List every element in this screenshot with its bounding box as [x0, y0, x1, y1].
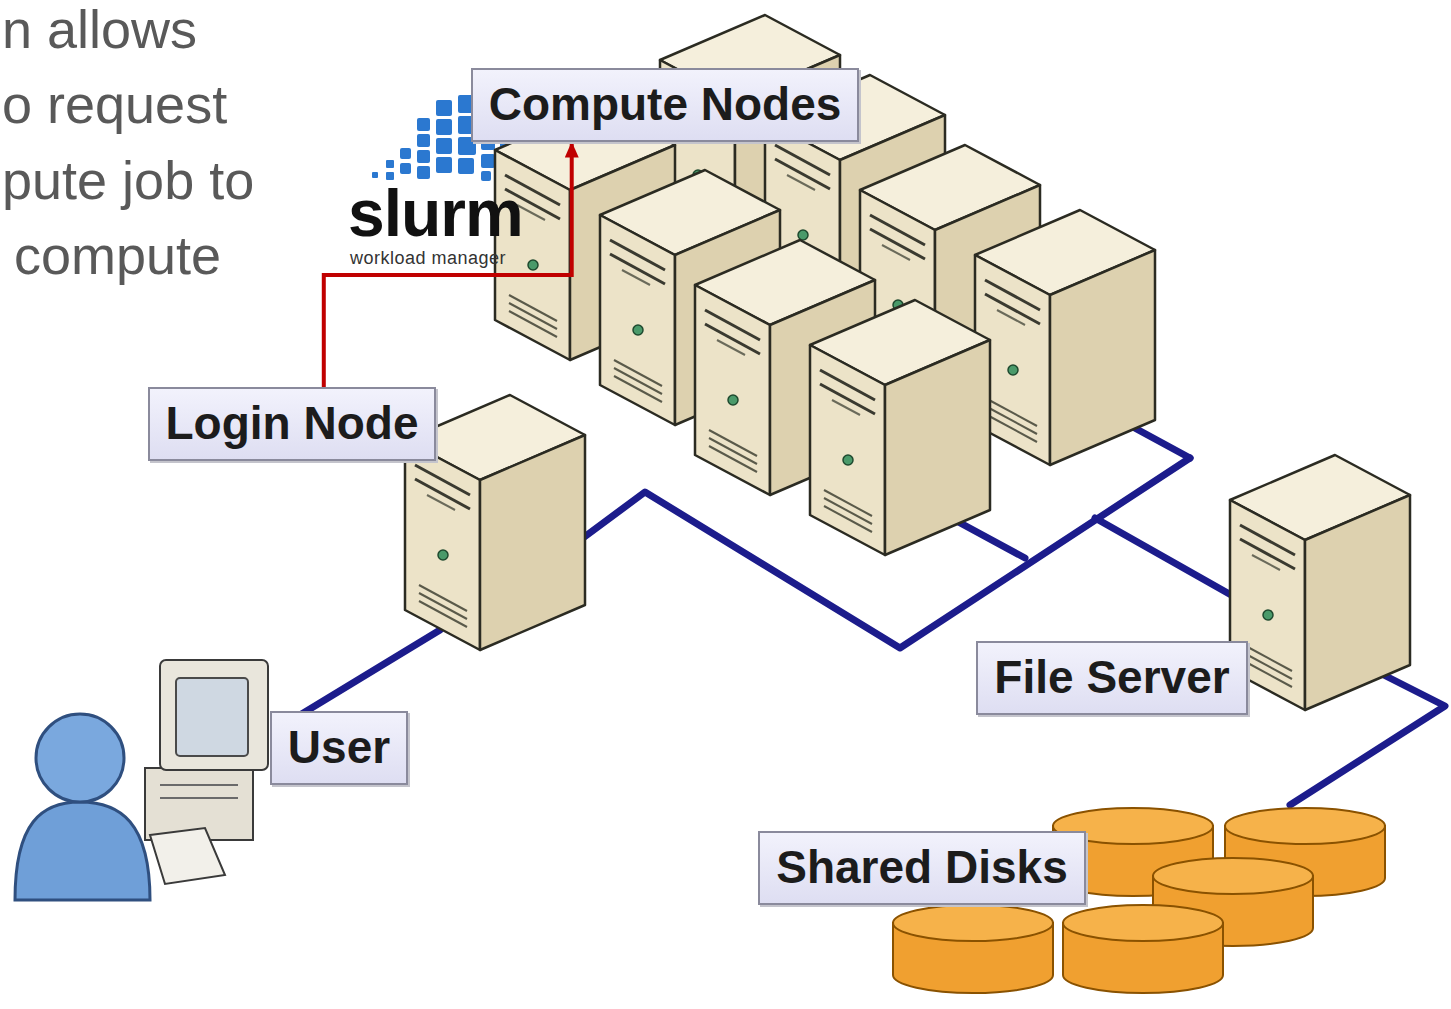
logo-dot [458, 158, 474, 174]
file-server [1230, 455, 1410, 710]
node-label: User [288, 720, 390, 775]
logo-tagline: workload manager [350, 249, 506, 267]
workstation [145, 660, 268, 884]
logo-dot [436, 138, 452, 154]
disk-cylinder [1063, 905, 1223, 993]
logo-dot [436, 157, 452, 173]
compute-server [810, 300, 990, 555]
label-box: Login Node [148, 387, 437, 460]
node-label: Shared Disks [776, 840, 1067, 895]
logo-dot [417, 134, 430, 147]
slide-text: compute [14, 228, 221, 282]
user-head [36, 714, 124, 802]
logo-dot [436, 119, 452, 135]
logo-dot [417, 150, 430, 163]
label-box: Shared Disks [758, 831, 1085, 904]
label-box: User [270, 711, 408, 784]
node-label: File Server [994, 650, 1229, 705]
node-label: Login Node [166, 396, 419, 451]
disk-cylinder [893, 905, 1053, 993]
logo-dot [386, 172, 394, 180]
monitor [160, 660, 268, 770]
pc-slot [160, 797, 238, 799]
network-wire [1095, 518, 1240, 600]
logo-dot [481, 154, 495, 168]
logo-dot [436, 100, 452, 116]
monitor-screen [176, 678, 248, 756]
user-icon [15, 714, 150, 900]
compute-server [975, 210, 1155, 465]
slide-text: pute job to [2, 153, 254, 207]
label-box: File Server [976, 641, 1247, 714]
logo-dot [400, 163, 411, 174]
logo-dot [400, 148, 411, 159]
logo-dot [372, 172, 378, 178]
logo-dot [417, 118, 430, 131]
slide-text: n allows [2, 2, 197, 56]
request-arrow [324, 142, 572, 388]
pc-slot [160, 784, 238, 786]
user-body [15, 802, 150, 900]
network-wire [300, 630, 440, 715]
keyboard [150, 828, 225, 884]
logo-dot [386, 160, 394, 168]
logo-wordmark: slurm [348, 180, 523, 246]
logo-dot [417, 166, 430, 179]
slide-text: o request [2, 77, 227, 131]
label-box: Compute Nodes [471, 68, 860, 141]
node-label: Compute Nodes [489, 77, 842, 132]
